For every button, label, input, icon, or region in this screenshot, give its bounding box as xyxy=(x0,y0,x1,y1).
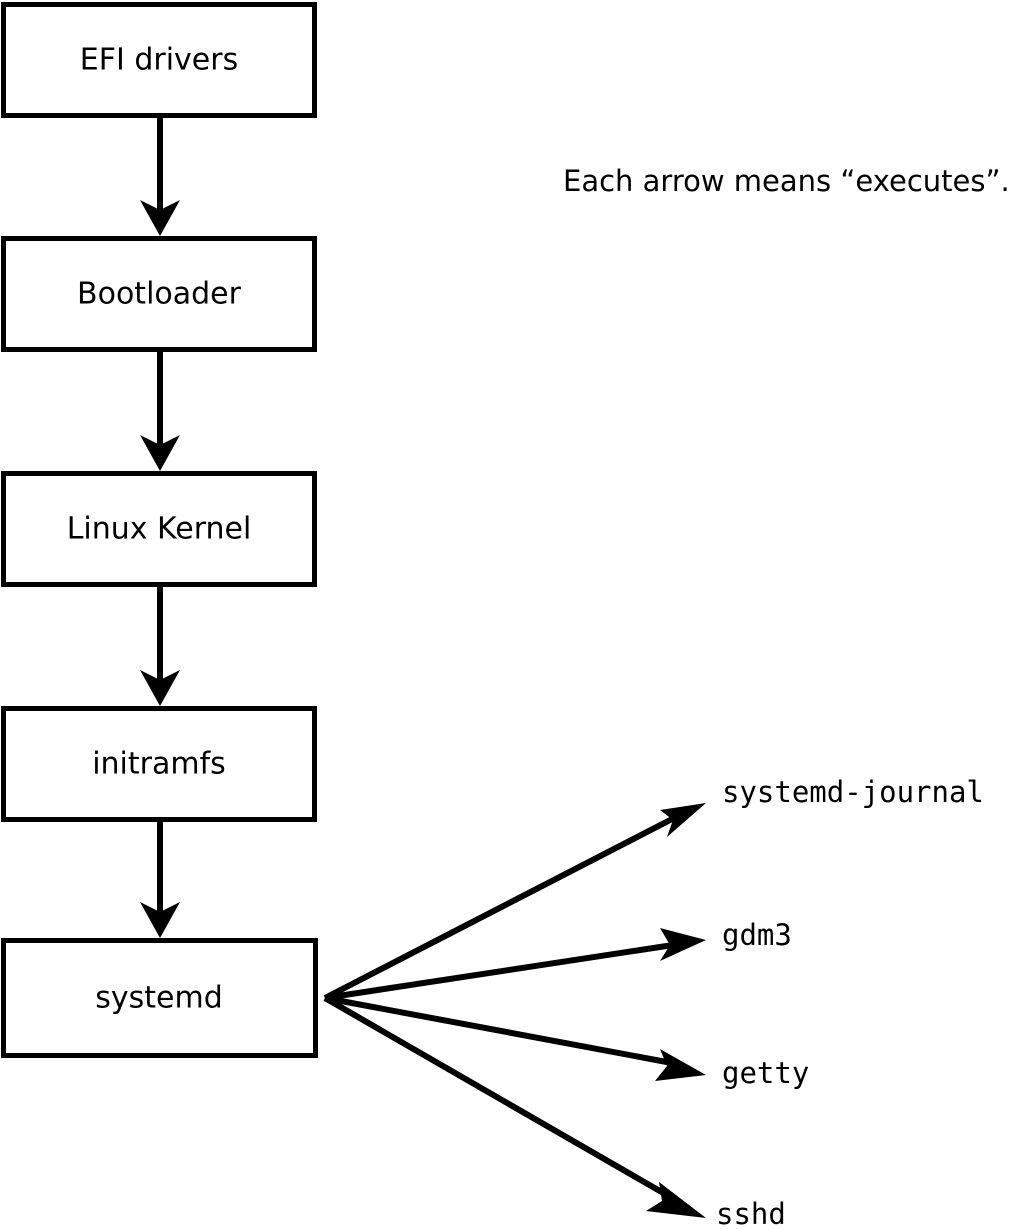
box-efi-drivers[interactable]: EFI drivers xyxy=(1,2,317,118)
fan-arrow-systemd-journal xyxy=(323,803,706,1001)
box-label-bootloader: Bootloader xyxy=(77,277,242,312)
chain-arrow-kernel-to-initramfs xyxy=(140,587,180,706)
box-linux-kernel[interactable]: Linux Kernel xyxy=(1,471,317,587)
diagram-caption: Each arrow means “executes”. xyxy=(563,164,1010,198)
chain-arrow-initramfs-to-systemd xyxy=(140,822,180,938)
fan-arrow-sshd xyxy=(323,995,706,1218)
fan-arrow-getty xyxy=(324,995,706,1081)
box-label-linux-kernel: Linux Kernel xyxy=(67,512,252,547)
chain-arrow-bootloader-to-kernel xyxy=(140,352,180,471)
box-label-systemd: systemd xyxy=(95,981,223,1016)
box-label-initramfs: initramfs xyxy=(92,747,226,782)
box-systemd[interactable]: systemd xyxy=(1,938,318,1058)
fan-arrow-gdm3 xyxy=(324,928,706,1001)
leaf-label-systemd-journal: systemd-journal xyxy=(722,775,984,809)
leaf-label-sshd: sshd xyxy=(716,1197,786,1230)
leaf-label-getty: getty xyxy=(722,1056,809,1090)
leaf-label-gdm3: gdm3 xyxy=(722,918,792,952)
box-initramfs[interactable]: initramfs xyxy=(1,706,317,822)
box-label-efi-drivers: EFI drivers xyxy=(80,43,238,78)
box-bootloader[interactable]: Bootloader xyxy=(1,236,317,352)
chain-arrow-efi-to-bootloader xyxy=(140,118,180,236)
